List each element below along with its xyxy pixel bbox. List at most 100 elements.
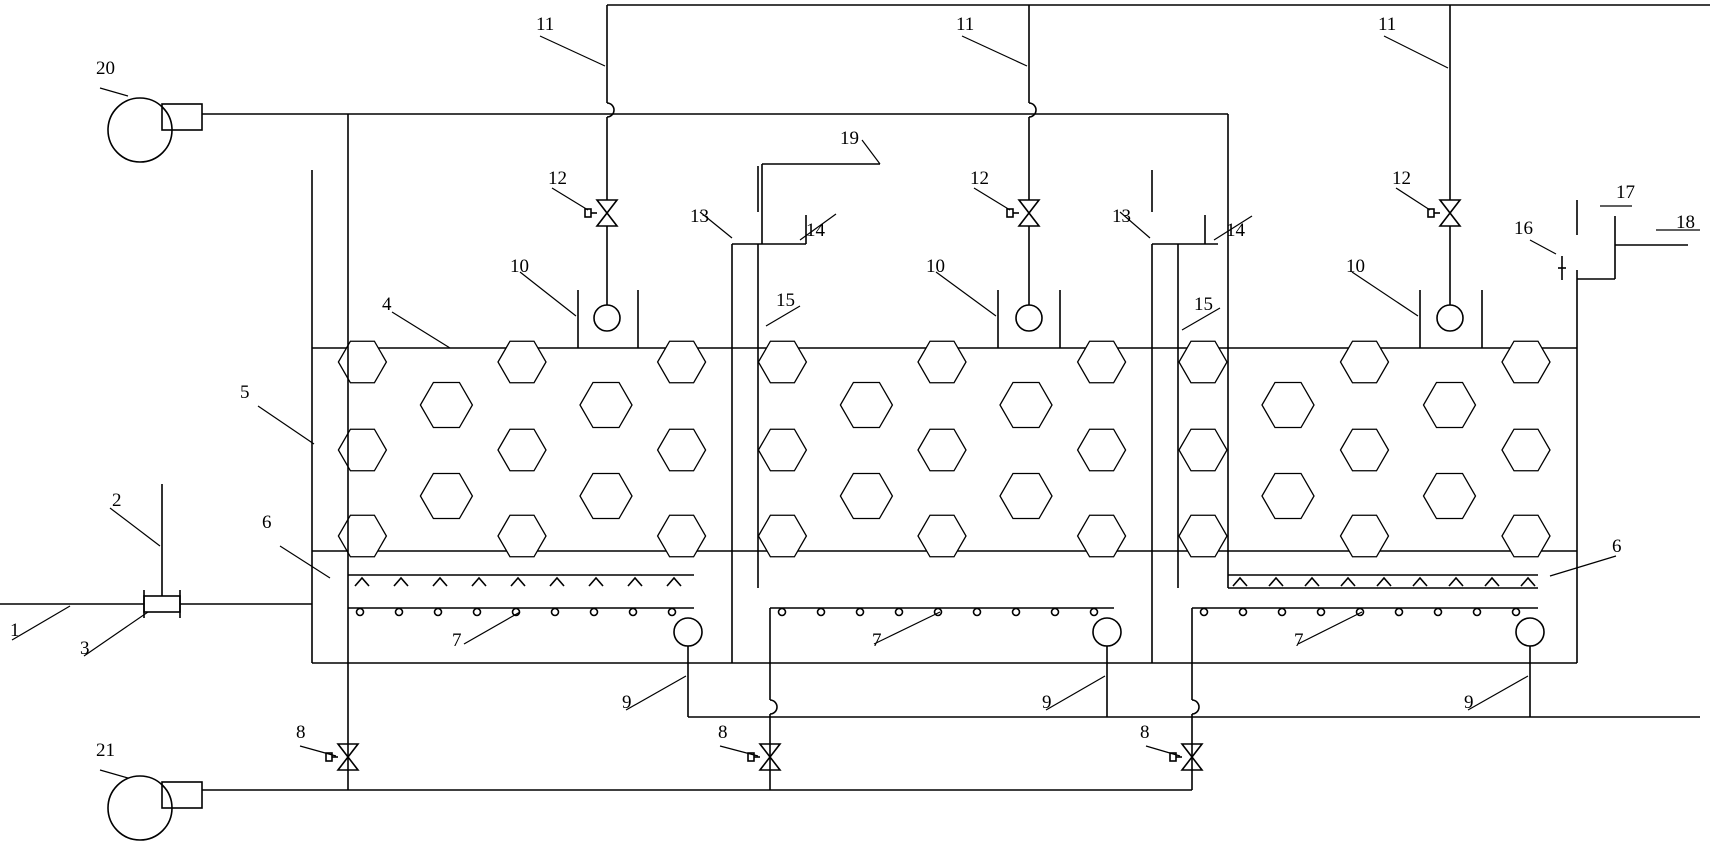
- packing-hexagon: [757, 340, 808, 384]
- label-15-1: 15: [776, 290, 795, 311]
- label-14-2: 14: [1226, 220, 1246, 241]
- packing-hexagon: [917, 514, 967, 558]
- packing-media: [337, 340, 1551, 558]
- packing-hexagon: [337, 514, 388, 558]
- label-16: 16: [1514, 218, 1533, 239]
- pipe-hole: [1199, 607, 1209, 617]
- label-11-3: 11: [1378, 14, 1396, 35]
- pipe-hole: [1316, 607, 1326, 617]
- label-14-1: 14: [806, 220, 826, 241]
- pipe-hole: [433, 607, 443, 617]
- packing-hexagon: [656, 340, 707, 384]
- pipe-hole: [816, 607, 826, 617]
- label-8-1: 8: [296, 722, 306, 743]
- packing-hexagon: [1178, 428, 1228, 472]
- diffuser-nozzle: [1232, 576, 1248, 587]
- pipe-hole: [589, 607, 599, 617]
- packing-hexagon: [839, 472, 894, 520]
- packing-hexagon: [1339, 340, 1390, 384]
- label-21: 21: [96, 740, 115, 761]
- packing-hexagon: [1501, 428, 1551, 472]
- label-12-3: 12: [1392, 168, 1411, 189]
- leader-lines: [11, 35, 1700, 779]
- label-9-3: 9: [1464, 692, 1474, 713]
- diffuser-nozzle: [1268, 576, 1284, 587]
- packing-hexagon: [1076, 428, 1127, 472]
- pipe-hole: [355, 607, 365, 617]
- pipe-hole: [1355, 607, 1365, 617]
- packing-hexagon: [1261, 381, 1315, 429]
- label-9-2: 9: [1042, 692, 1052, 713]
- diffuser-nozzle: [1340, 576, 1356, 587]
- pipe-hole: [1511, 607, 1521, 617]
- packing-hexagon: [337, 340, 388, 384]
- label-4: 4: [382, 294, 392, 315]
- label-5: 5: [240, 382, 250, 403]
- pipe-hole: [472, 607, 482, 617]
- packing-hexagon: [656, 514, 707, 558]
- packing-hexagon: [1178, 340, 1228, 384]
- pipe-hole: [855, 607, 865, 617]
- label-12-1: 12: [548, 168, 567, 189]
- pipe-hole: [667, 607, 677, 617]
- diffuser-nozzle: [1304, 576, 1320, 587]
- packing-hexagon: [1261, 472, 1315, 520]
- label-18: 18: [1676, 212, 1695, 233]
- packing-hexagon: [917, 340, 967, 384]
- diffuser-nozzle: [471, 576, 487, 587]
- label-11-1: 11: [536, 14, 554, 35]
- packing-hexagon: [337, 428, 388, 472]
- packing-hexagon: [1076, 514, 1127, 558]
- label-20: 20: [96, 58, 115, 79]
- diffuser-nozzle: [666, 576, 682, 587]
- label-8-2: 8: [718, 722, 728, 743]
- packing-hexagon: [656, 428, 707, 472]
- diffuser-nozzle: [510, 576, 526, 587]
- bottom-valves: [325, 743, 1204, 771]
- label-13-2: 13: [1112, 206, 1131, 227]
- inlet-pipe: [0, 484, 312, 618]
- packing-hexagon: [1501, 340, 1551, 384]
- packing-hexagon: [497, 514, 547, 558]
- label-19: 19: [840, 128, 859, 149]
- packing-hexagon: [497, 428, 547, 472]
- sludge-discharge-pipes: [687, 646, 1700, 718]
- label-2: 2: [112, 490, 122, 511]
- diffuser-nozzle: [1376, 576, 1392, 587]
- packing-hexagon: [757, 514, 808, 558]
- label-7-1: 7: [452, 630, 462, 651]
- label-10-2: 10: [926, 256, 945, 277]
- pipe-hole: [777, 607, 787, 617]
- air-blower-20: [107, 97, 1229, 744]
- packing-hexagon: [1422, 381, 1477, 429]
- pipe-hole: [1238, 607, 1248, 617]
- label-8-3: 8: [1140, 722, 1150, 743]
- packing-hexagon: [839, 381, 894, 429]
- diffuser-nozzle: [1484, 576, 1500, 587]
- pipe-hole: [1394, 607, 1404, 617]
- pipe-hole: [1277, 607, 1287, 617]
- packing-hexagon: [999, 472, 1053, 520]
- label-9-1: 9: [622, 692, 632, 713]
- packing-hexagon: [579, 472, 633, 520]
- downcomer-pipes: [757, 163, 1578, 588]
- pipe-hole: [1472, 607, 1482, 617]
- packing-hexagon: [497, 340, 547, 384]
- diffuser-nozzle: [1520, 576, 1536, 587]
- pipe-hole: [550, 607, 560, 617]
- label-6-left: 6: [262, 512, 272, 533]
- label-13-1: 13: [690, 206, 709, 227]
- packing-hexagon: [999, 381, 1053, 429]
- collection-boxes: [577, 290, 1483, 348]
- perforated-pipes: [348, 607, 1545, 647]
- pipe-hole: [972, 607, 982, 617]
- label-17: 17: [1616, 182, 1635, 203]
- label-11-2: 11: [956, 14, 974, 35]
- packing-hexagon: [1501, 514, 1551, 558]
- packing-hexagon: [917, 428, 967, 472]
- pipe-hole: [628, 607, 638, 617]
- packing-hexagon: [419, 381, 474, 429]
- top-valves: [584, 199, 1462, 227]
- diffuser-nozzle: [432, 576, 448, 587]
